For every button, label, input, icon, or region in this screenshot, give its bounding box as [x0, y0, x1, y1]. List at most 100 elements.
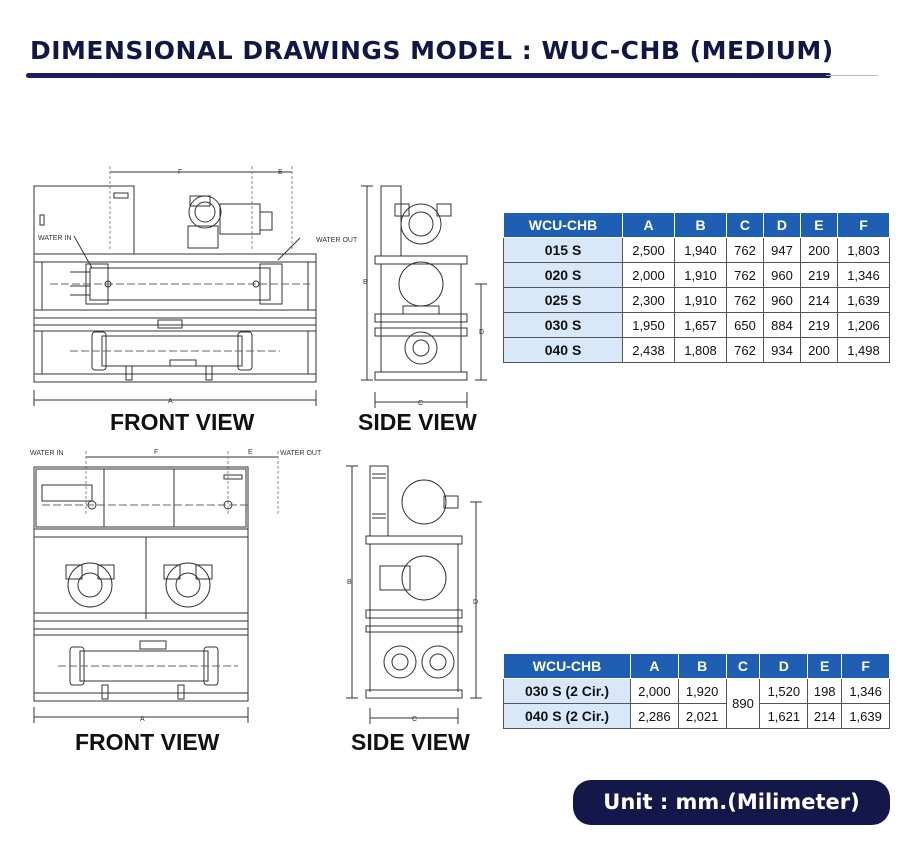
cell-e: 198: [807, 678, 843, 704]
cell-model: 040 S: [503, 337, 623, 363]
top-front-view-drawing: WATER IN F E A: [33, 166, 317, 406]
cell-d: 934: [762, 337, 801, 363]
header-c: C: [725, 653, 761, 679]
header-model: WCU-CHB: [503, 212, 623, 238]
cell-c-merged: 890: [725, 678, 761, 729]
side-dim-d-label: D: [479, 329, 484, 336]
spec-table-dual-circuit: WCU-CHB A B C D E F 030 S (2 Cir.) 2,000…: [503, 653, 890, 729]
cell-f: 1,498: [836, 337, 891, 363]
title-thin-line: [826, 75, 878, 76]
cell-a: 2,000: [630, 678, 679, 704]
unit-note: Unit : mm.(Milimeter): [573, 780, 890, 825]
cell-b: 1,657: [674, 312, 727, 338]
table-header-row: WCU-CHB A B C D E F: [503, 212, 891, 238]
cell-d: 960: [762, 262, 801, 288]
cell-c: 762: [726, 337, 764, 363]
cell-e: 200: [799, 237, 838, 263]
bottom-side-dim-c-label: C: [412, 716, 417, 723]
cell-model: 020 S: [503, 262, 623, 288]
header-e: E: [807, 653, 843, 679]
bottom-side-dim-b-label: B: [347, 579, 352, 586]
header-c: C: [726, 212, 764, 238]
top-front-view-label: FRONT VIEW: [110, 409, 255, 435]
cell-b: 1,920: [677, 678, 727, 704]
table-header-row: WCU-CHB A B C D E F: [503, 653, 890, 679]
cell-e: 219: [799, 262, 838, 288]
cell-c: 762: [726, 287, 764, 313]
cell-model: 030 S: [503, 312, 623, 338]
title-underline: [26, 73, 831, 78]
water-out-label: WATER OUT: [316, 237, 358, 244]
water-out-callout: WATER OUT: [316, 237, 358, 244]
cell-c: 762: [726, 237, 764, 263]
header-b: B: [674, 212, 727, 238]
cell-c: 650: [726, 312, 764, 338]
cell-model: 025 S: [503, 287, 623, 313]
cell-a: 2,500: [622, 237, 675, 263]
cell-e: 219: [799, 312, 838, 338]
side-dim-b-label: B: [363, 279, 368, 286]
bottom-dim-f-label: F: [154, 449, 158, 456]
header-b: B: [677, 653, 727, 679]
table-row: 030 S (2 Cir.) 2,000 1,920 890 1,520 198…: [503, 678, 890, 729]
cell-d: 884: [762, 312, 801, 338]
bottom-water-in-label: WATER IN: [30, 450, 63, 457]
cell-f: 1,803: [836, 237, 891, 263]
header-a: A: [622, 212, 675, 238]
bottom-side-dim-d-label: D: [473, 599, 478, 606]
cell-b: 1,910: [674, 262, 727, 288]
dim-f-label: F: [178, 169, 182, 176]
spec-table-single: WCU-CHB A B C D E F 015 S 2,500 1,940 76…: [503, 212, 891, 363]
header-e: E: [799, 212, 838, 238]
top-side-view-label: SIDE VIEW: [358, 409, 477, 435]
cell-model: 030 S (2 Cir.): [503, 678, 631, 704]
bottom-side-view-label: SIDE VIEW: [351, 729, 470, 755]
cell-model: 015 S: [503, 237, 623, 263]
dim-e-label: E: [278, 169, 283, 176]
header-a: A: [630, 653, 679, 679]
cell-a: 2,000: [622, 262, 675, 288]
cell-a: 2,286: [630, 703, 679, 729]
header-model: WCU-CHB: [503, 653, 631, 679]
top-side-view-drawing: B D C: [361, 185, 487, 408]
side-dim-c-label: C: [418, 400, 423, 407]
cell-d: 1,520: [759, 678, 809, 704]
cell-c: 762: [726, 262, 764, 288]
cell-a: 1,950: [622, 312, 675, 338]
table-row: 015 S 2,500 1,940 762 947 200 1,803: [503, 237, 891, 263]
bottom-dim-a-label: A: [140, 716, 145, 723]
cell-f: 1,346: [836, 262, 891, 288]
cell-e: 214: [799, 287, 838, 313]
cell-f: 1,639: [841, 703, 890, 729]
cell-f: 1,639: [836, 287, 891, 313]
bottom-dim-e-label: E: [248, 449, 253, 456]
header-d: D: [762, 212, 801, 238]
cell-b: 1,940: [674, 237, 727, 263]
header-f: F: [836, 212, 891, 238]
cell-d: 947: [762, 237, 801, 263]
cell-e: 214: [807, 703, 843, 729]
bottom-water-out-label: WATER OUT: [280, 450, 322, 457]
table-row: 040 S 2,438 1,808 762 934 200 1,498: [503, 337, 891, 363]
bottom-front-view-drawing: WATER IN WATER OUT F E A: [30, 449, 322, 723]
cell-a: 2,438: [622, 337, 675, 363]
cell-d: 960: [762, 287, 801, 313]
water-in-label: WATER IN: [38, 235, 71, 242]
header-d: D: [759, 653, 809, 679]
header-f: F: [841, 653, 890, 679]
page-title: DIMENSIONAL DRAWINGS MODEL : WUC-CHB (ME…: [30, 36, 834, 65]
table-row: 040 S (2 Cir.) 2,286 2,021 1,621 214 1,6…: [503, 703, 890, 729]
table-row: 030 S 1,950 1,657 650 884 219 1,206: [503, 312, 891, 338]
bottom-side-view-drawing: B D C: [346, 465, 482, 724]
cell-b: 1,910: [674, 287, 727, 313]
cell-b: 1,808: [674, 337, 727, 363]
cell-d: 1,621: [759, 703, 809, 729]
cell-a: 2,300: [622, 287, 675, 313]
cell-f: 1,206: [836, 312, 891, 338]
table-row: 020 S 2,000 1,910 762 960 219 1,346: [503, 262, 891, 288]
cell-e: 200: [799, 337, 838, 363]
cell-b: 2,021: [677, 703, 727, 729]
dim-a-label: A: [168, 398, 173, 405]
table-row: 025 S 2,300 1,910 762 960 214 1,639: [503, 287, 891, 313]
cell-model: 040 S (2 Cir.): [503, 703, 631, 729]
